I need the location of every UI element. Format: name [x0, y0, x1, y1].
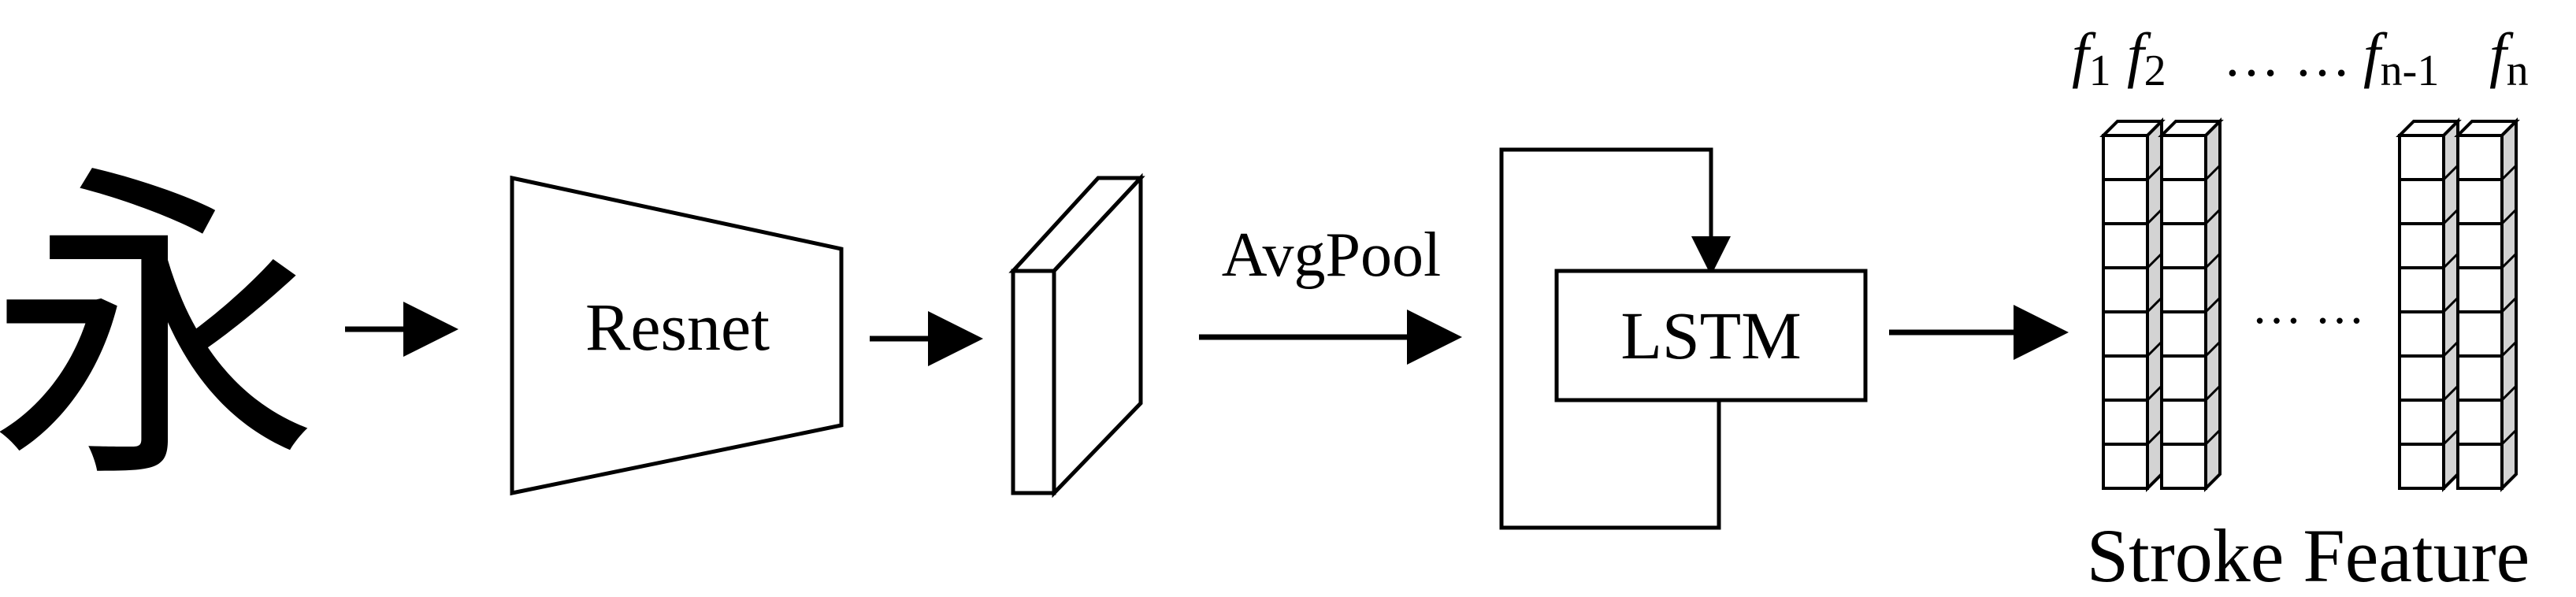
feature-cell: [2398, 354, 2445, 402]
feature-labels: f1 f2 … … fn-1 fn: [2072, 20, 2529, 95]
feature-cell: [2398, 310, 2445, 358]
feature-cell: [2160, 354, 2207, 402]
feature-cell: [2102, 134, 2149, 181]
resnet-label: Resnet: [585, 289, 770, 365]
feature-cell: [2398, 443, 2445, 490]
feature-cell: [2160, 178, 2207, 225]
feature-cell: [2456, 134, 2504, 181]
lstm-block: LSTM: [1499, 147, 1868, 530]
feature-label-f1: f1: [2072, 20, 2111, 95]
feature-cell: [2102, 266, 2149, 313]
feature-cell: [2160, 134, 2207, 181]
feature-vector-columns: [2099, 117, 2520, 492]
feature-cell: [2398, 134, 2445, 181]
feature-cell: [2160, 266, 2207, 313]
feature-cell: [2160, 443, 2207, 490]
feature-cell: [2456, 222, 2504, 269]
feature-cell: [2398, 266, 2445, 313]
feature-cell: [2456, 266, 2504, 313]
feature-column-fn: [2454, 117, 2520, 492]
feature-column-f2: [2158, 117, 2224, 492]
feature-cell: [2102, 354, 2149, 402]
feature-cell: [2160, 399, 2207, 446]
stroke-feature-caption: Stroke Feature: [2087, 514, 2530, 597]
feature-cell: [2102, 443, 2149, 490]
feature-cell: [2102, 222, 2149, 269]
feature-cell: [2102, 399, 2149, 446]
feature-label-fn: fn: [2489, 20, 2529, 95]
feature-cell: [2398, 222, 2445, 269]
input-character: 永: [0, 139, 319, 524]
avgpool-label: AvgPool: [1222, 221, 1442, 290]
feature-cell: [2160, 222, 2207, 269]
feature-cell: [2456, 399, 2504, 446]
lstm-label: LSTM: [1620, 298, 1801, 373]
feature-cell: [2398, 178, 2445, 225]
feature-gap-ellipsis: … …: [2251, 278, 2365, 334]
feature-column-f1: [2099, 117, 2166, 492]
resnet-block: Resnet: [510, 175, 844, 496]
feature-label-fn-1: fn-1: [2363, 20, 2439, 95]
feature-label-f2: f2: [2127, 20, 2166, 95]
feature-label-ellipsis: … …: [2223, 25, 2351, 88]
feature-cell: [2102, 310, 2149, 358]
feature-cell: [2398, 399, 2445, 446]
feature-cell: [2456, 354, 2504, 402]
feature-cell: [2160, 310, 2207, 358]
feature-map-block: [1008, 172, 1145, 499]
feature-column-fn-1: [2396, 117, 2462, 492]
feature-cell: [2102, 178, 2149, 225]
feature-cell: [2456, 443, 2504, 490]
feature-cell: [2456, 178, 2504, 225]
feature-cell: [2456, 310, 2504, 358]
lstm-recurrent-loop: [1499, 147, 1731, 530]
